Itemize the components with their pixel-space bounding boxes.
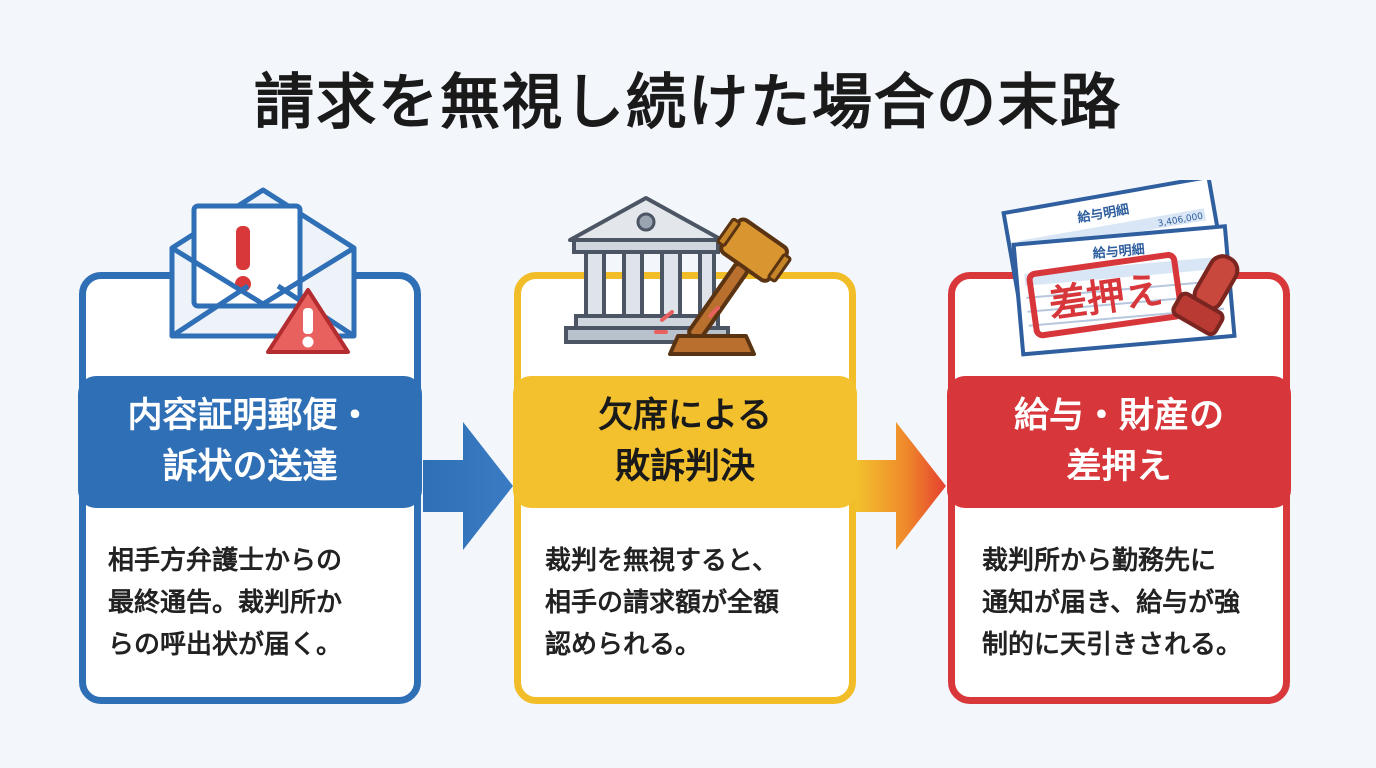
- step-heading-service-of-process: 内容証明郵便・ 訴状の送達: [78, 376, 422, 508]
- step-description-line: 通知が届き、給与が強: [982, 588, 1241, 619]
- step-description-line: 認められる。: [545, 630, 702, 661]
- step-heading-line: 内容証明郵便・: [127, 396, 373, 437]
- envelope-warning-icon: [169, 187, 357, 354]
- step-description-line: 裁判所から勤務先に: [982, 546, 1217, 576]
- step-description-line: 制的に天引きされる。: [982, 630, 1243, 661]
- arrow-right-icon: [856, 422, 946, 550]
- courthouse-gavel-icon: [564, 196, 792, 356]
- step-description-wage-garnishment: 裁判所から勤務先に 通知が届き、給与が強 制的に天引きされる。: [982, 540, 1282, 666]
- step-heading-line: 訴状の送達: [162, 447, 338, 487]
- arrow-right-icon: [423, 422, 513, 550]
- step-description-line: 相手の請求額が全額: [545, 588, 780, 619]
- step-description-line: らの呼出状が届く。: [108, 630, 343, 661]
- payslip-seizure-stamp-icon: 給与明細 3,406,000 給与明細 差押え: [1001, 180, 1240, 357]
- step-heading-default-judgment: 欠席による 敗訴判決: [513, 376, 857, 508]
- step-description-line: 裁判を無視すると、: [545, 546, 778, 576]
- step-heading-line: 差押え: [1066, 447, 1172, 487]
- step-heading-wage-garnishment: 給与・財産の 差押え: [947, 376, 1291, 508]
- page-title: 請求を無視し続けた場合の末路: [254, 68, 1122, 138]
- step-description-line: 相手方弁護士からの: [108, 546, 343, 576]
- step-heading-line: 敗訴判決: [614, 447, 755, 487]
- payslip-title: 給与明細: [1092, 241, 1145, 261]
- step-description-default-judgment: 裁判を無視すると、 相手の請求額が全額 認められる。: [545, 540, 845, 666]
- step-description-service-of-process: 相手方弁護士からの 最終通告。裁判所か らの呼出状が届く。: [108, 540, 408, 666]
- step-description-line: 最終通告。裁判所か: [108, 588, 343, 619]
- step-heading-line: 給与・財産の: [1013, 396, 1224, 437]
- step-heading-line: 欠席による: [598, 396, 772, 437]
